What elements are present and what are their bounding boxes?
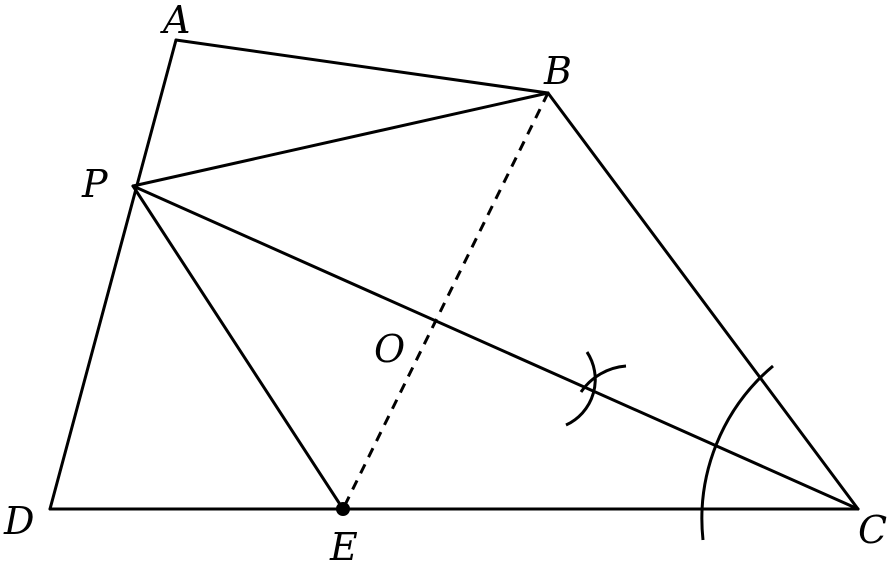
construction-arc-small-1	[579, 364, 627, 393]
segment-PE	[131, 184, 345, 511]
label-B: B	[543, 49, 572, 93]
segment-PC	[131, 184, 860, 511]
label-E: E	[329, 525, 358, 563]
segment-DA	[48, 38, 178, 511]
label-O: O	[374, 327, 405, 371]
segment-BE-dashed	[341, 92, 550, 510]
construction-arc-small-2	[565, 351, 597, 427]
segment-PB	[131, 91, 550, 188]
label-D: D	[3, 499, 34, 543]
construction-arc-large	[700, 364, 774, 541]
label-A: A	[160, 0, 190, 42]
label-C: C	[858, 508, 887, 552]
segment-BC	[546, 91, 860, 511]
label-P: P	[81, 162, 109, 206]
point-E-marker	[336, 502, 350, 516]
segment-AB	[174, 38, 550, 95]
